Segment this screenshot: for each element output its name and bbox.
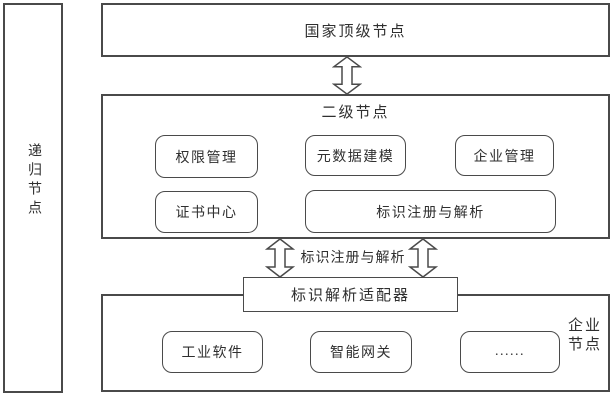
double-arrow-icon bbox=[332, 56, 362, 95]
recursive-node-box: 递归节点 bbox=[3, 3, 63, 393]
module-ellipsis: ...... bbox=[460, 331, 560, 373]
module-metadata-modeling: 元数据建模 bbox=[305, 135, 406, 176]
enterprise-node-label: 企业 节点 bbox=[568, 318, 603, 353]
double-arrow-right-icon bbox=[408, 238, 438, 278]
national-top-node-label: 国家顶级节点 bbox=[304, 23, 407, 40]
module-identifier-registration-resolution: 标识注册与解析 bbox=[305, 190, 556, 233]
link-label: 标识注册与解析 bbox=[297, 247, 409, 267]
module-certificate-center: 证书中心 bbox=[155, 191, 258, 233]
module-permission-management: 权限管理 bbox=[155, 135, 258, 178]
second-level-node-label: 二级节点 bbox=[321, 105, 390, 121]
double-arrow-left-icon bbox=[265, 238, 295, 278]
adapter-box: 标识解析适配器 bbox=[243, 277, 458, 312]
module-smart-gateway: 智能网关 bbox=[310, 331, 412, 373]
adapter-label: 标识解析适配器 bbox=[290, 288, 410, 304]
second-level-node-box: 二级节点 权限管理 元数据建模 企业管理 证书中心 标识注册与解析 bbox=[101, 94, 610, 239]
module-industrial-software: 工业软件 bbox=[162, 331, 263, 373]
module-enterprise-management: 企业管理 bbox=[455, 135, 554, 176]
national-top-node-box: 国家顶级节点 bbox=[101, 3, 610, 57]
recursive-node-label: 递归节点 bbox=[26, 143, 41, 219]
